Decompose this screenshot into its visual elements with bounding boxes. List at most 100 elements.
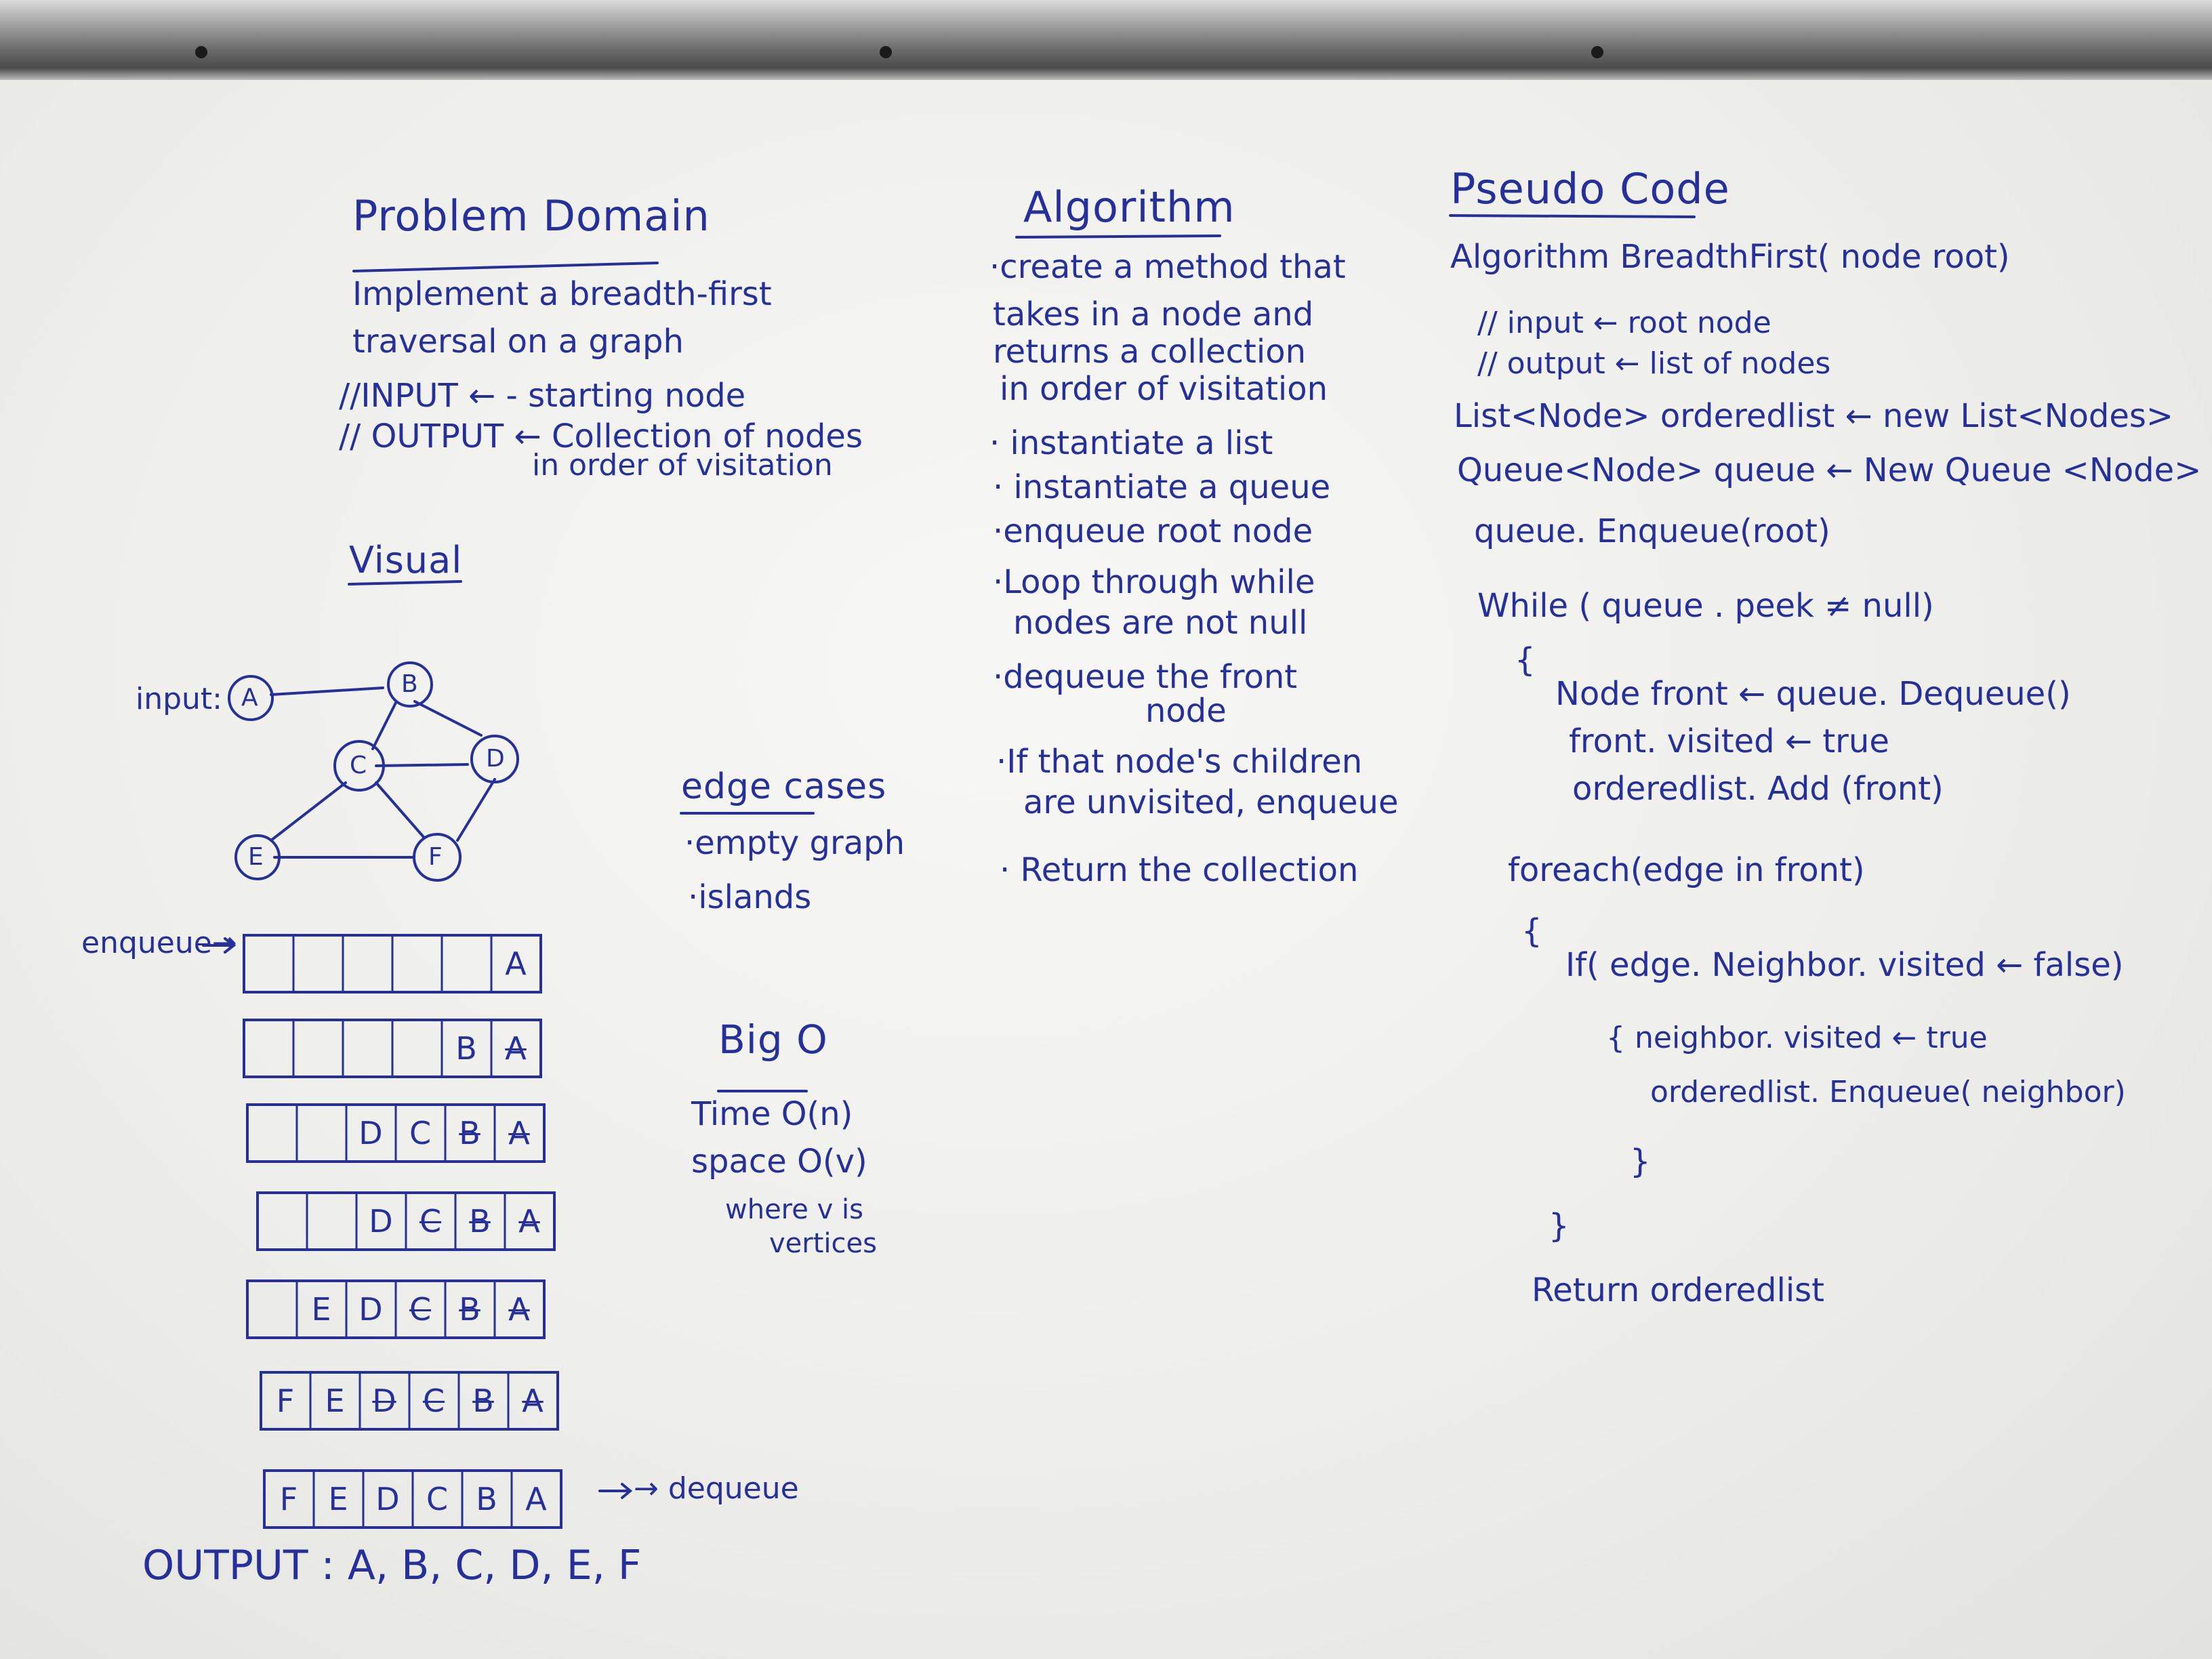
queue-cell	[298, 1023, 337, 1074]
pseudo-code-line: Queue<Node> queue ← New Queue <Node>	[1457, 451, 2202, 489]
queue-cell	[302, 1107, 341, 1159]
graph-node-a	[228, 675, 274, 721]
algorithm-line: in order of visitation	[1000, 370, 1328, 408]
edge-case-item: ·islands	[688, 878, 812, 916]
queue-cell: C	[419, 1203, 442, 1240]
queue-cell	[249, 1023, 288, 1074]
pseudo-code-title: Pseudo Code	[1450, 164, 1730, 213]
pseudo-code-line: foreach(edge in front)	[1508, 851, 1865, 889]
algorithm-line: ·enqueue root node	[993, 512, 1313, 550]
graph-node-label: D	[486, 745, 505, 773]
queue-cell: E	[325, 1382, 345, 1419]
queue-cell: F	[279, 1481, 298, 1517]
pseudo-code-line: {	[1521, 912, 1542, 950]
queue-cell: C	[422, 1382, 445, 1419]
algorithm-line: takes in a node and	[993, 295, 1314, 333]
queue-cell: A	[505, 945, 527, 982]
queue-cell: E	[311, 1291, 331, 1328]
problem-domain-output-cont: in order of visitation	[532, 448, 833, 483]
pseudo-code-line: While ( queue . peek ≠ null)	[1477, 587, 1934, 625]
pseudo-code-line: front. visited ← true	[1569, 722, 1889, 760]
pseudo-code-line: {	[1515, 641, 1536, 679]
queue-cell: A	[518, 1203, 540, 1240]
queue-cell: C	[409, 1115, 432, 1151]
graph-node-label: F	[428, 843, 443, 871]
edge-case-item: ·empty graph	[684, 824, 905, 862]
queue-cell: D	[372, 1382, 396, 1419]
queue-cell: D	[369, 1203, 393, 1240]
graph-node-label: A	[241, 684, 258, 712]
edge-c-e	[270, 781, 347, 842]
queue-cell	[348, 1023, 387, 1074]
queue-cell	[397, 938, 436, 989]
edge-b-d	[413, 700, 483, 737]
algorithm-line: nodes are not null	[1013, 604, 1308, 642]
queue-cell	[298, 938, 337, 989]
algorithm-line: ·If that node's children	[996, 743, 1363, 781]
algorithm-underline	[1015, 234, 1221, 239]
edge-a-b	[270, 687, 384, 696]
queue-cell: A	[525, 1481, 547, 1517]
problem-domain-line: Implement a breadth-first	[352, 275, 772, 313]
algorithm-line: are unvisited, enqueue	[1023, 783, 1399, 821]
visual-title: Visual	[349, 539, 463, 581]
problem-domain-input: //INPUT ← - starting node	[339, 377, 746, 415]
queue-cell	[397, 1023, 436, 1074]
rail-screw	[880, 46, 892, 58]
queue-cell	[252, 1107, 291, 1159]
dequeue-arrow	[598, 1483, 633, 1499]
queue-cell	[262, 1195, 302, 1247]
queue-cell: A	[508, 1291, 530, 1328]
queue-cell: D	[359, 1291, 383, 1328]
algorithm-line: · instantiate a list	[989, 424, 1273, 462]
edge-cases-title: edge cases	[681, 766, 887, 807]
big-o-title: Big O	[718, 1017, 828, 1063]
problem-domain-underline	[352, 262, 659, 272]
algorithm-line: ·dequeue the front	[993, 658, 1298, 696]
graph-node-b	[387, 661, 433, 708]
visual-output: OUTPUT : A, B, C, D, E, F	[142, 1542, 642, 1589]
queue-cell: D	[375, 1481, 400, 1517]
queue-cell	[249, 938, 288, 989]
queue-cell: E	[328, 1481, 348, 1517]
enqueue-label: enqueue→	[81, 926, 237, 960]
edge-c-d	[375, 763, 469, 767]
dequeue-label: → dequeue	[634, 1471, 799, 1506]
problem-domain-output: // OUTPUT ← Collection of nodes	[339, 417, 863, 455]
edge-c-f	[375, 781, 425, 838]
queue-cell	[348, 938, 387, 989]
pseudo-code-line: }	[1549, 1207, 1570, 1245]
algorithm-line: ·Loop through while	[993, 563, 1315, 601]
pseudo-code-line: List<Node> orderedlist ← new List<Nodes>	[1454, 397, 2174, 435]
pseudo-code-line: queue. Enqueue(root)	[1474, 512, 1830, 550]
queue-cell: B	[459, 1115, 480, 1151]
pseudo-code-line: }	[1630, 1143, 1651, 1181]
pseudo-code-line: // input ← root node	[1477, 306, 1771, 340]
pseudo-code-line: orderedlist. Enqueue( neighbor)	[1650, 1075, 2126, 1109]
edge-b-c	[371, 700, 398, 750]
queue-cell: B	[455, 1030, 477, 1067]
graph-node-e	[234, 834, 281, 880]
big-o-space: space O(v)	[691, 1143, 867, 1181]
algorithm-line: · instantiate a queue	[993, 468, 1331, 506]
graph-node-label: E	[248, 843, 264, 871]
problem-domain-line: traversal on a graph	[352, 323, 684, 361]
queue-cell: A	[505, 1030, 527, 1067]
algorithm-line: · Return the collection	[1000, 851, 1359, 889]
pseudo-code-line: Node front ← queue. Dequeue()	[1555, 675, 2071, 713]
pseudo-code-line: Algorithm BreadthFirst( node root)	[1450, 238, 2010, 276]
graph-node-d	[470, 735, 519, 783]
algorithm-line: node	[1145, 692, 1227, 730]
queue-cell	[447, 938, 486, 989]
graph-input-label: input:	[136, 682, 223, 716]
big-o-note: vertices	[769, 1228, 877, 1259]
queue-cell: D	[359, 1115, 383, 1151]
edge-d-f	[456, 778, 496, 842]
pseudo-code-line: // output ← list of nodes	[1477, 346, 1831, 381]
rail-screw	[195, 46, 207, 58]
queue-cell: B	[459, 1291, 480, 1328]
graph-node-label: B	[401, 670, 418, 698]
algorithm-title: Algorithm	[1023, 182, 1235, 232]
